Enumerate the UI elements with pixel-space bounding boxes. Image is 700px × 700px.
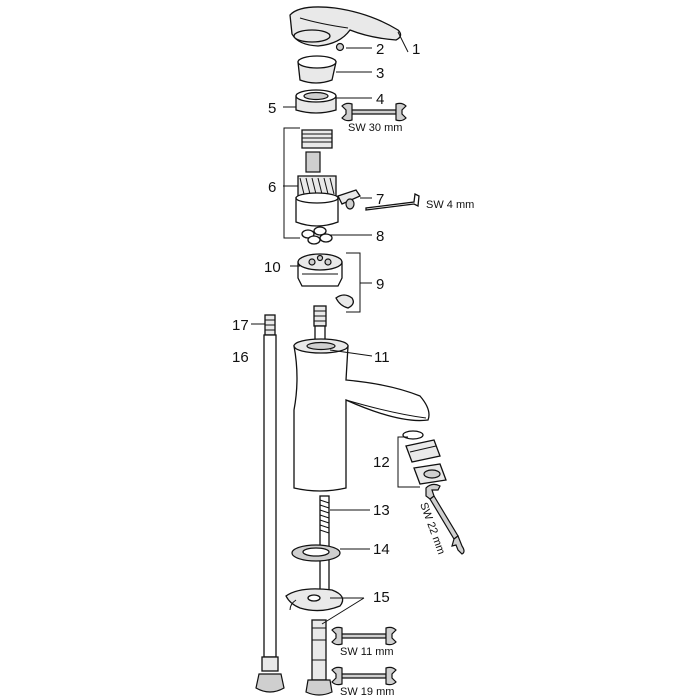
label-part-6: 6: [268, 179, 276, 196]
part-number-labels: 1 2 3 4 5 6 7 8 9 10 11 12 13 14 15 16 1…: [232, 41, 420, 606]
label-part-17: 17: [232, 317, 249, 334]
label-sw19: SW 19 mm: [340, 686, 394, 698]
wrench-sw22: [425, 483, 465, 555]
rubber-washer: [291, 544, 341, 562]
label-sw4: SW 4 mm: [426, 199, 474, 211]
label-part-8: 8: [376, 228, 384, 245]
set-screw: [335, 42, 345, 52]
wrench-sw19: [331, 666, 397, 686]
leader-lines: [251, 31, 409, 625]
bracket-6: [283, 127, 300, 239]
label-part-7: 7: [376, 191, 384, 208]
wrench-sw11: [331, 626, 397, 646]
retaining-clip: [335, 294, 354, 309]
mounting-nut: [305, 619, 333, 696]
aerator-set: [402, 430, 447, 485]
cartridge-seals: [301, 226, 333, 245]
wrench-sw30: [341, 102, 407, 122]
faucet-body: [293, 338, 430, 492]
flexible-hose: [255, 314, 285, 693]
flow-block: [297, 253, 343, 287]
label-part-3: 3: [376, 65, 384, 82]
allen-key: [365, 193, 420, 211]
label-part-16: 16: [232, 349, 249, 366]
label-part-14: 14: [373, 541, 390, 558]
label-part-1: 1: [412, 41, 420, 58]
label-part-5: 5: [268, 100, 276, 117]
label-part-11: 11: [374, 349, 390, 366]
label-part-9: 9: [376, 276, 384, 293]
label-part-15: 15: [373, 589, 390, 606]
label-part-12: 12: [373, 454, 390, 471]
cover-ring: [297, 55, 337, 84]
cartridge: [295, 129, 339, 227]
label-part-2: 2: [376, 41, 384, 58]
label-part-4: 4: [376, 91, 384, 108]
bracket-12: [397, 436, 420, 488]
threaded-nut: [295, 89, 337, 114]
mounting-plate: [285, 588, 344, 612]
label-part-13: 13: [373, 502, 390, 519]
lever-handle: [289, 6, 402, 47]
label-sw11: SW 11 mm: [340, 646, 394, 658]
grub-screw: [337, 189, 361, 210]
label-part-10: 10: [264, 259, 281, 276]
label-sw30: SW 30 mm: [348, 122, 402, 134]
